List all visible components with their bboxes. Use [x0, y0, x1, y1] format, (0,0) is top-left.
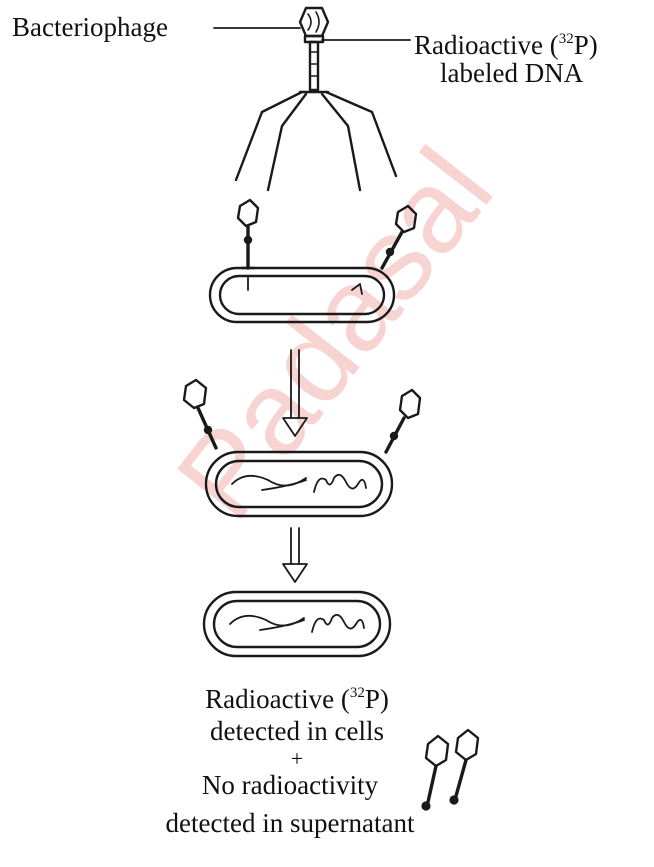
- stage-injection: [184, 380, 420, 516]
- label-detected-in-supernatant: detected in supernatant: [90, 808, 490, 838]
- tail-fiber: [322, 94, 360, 190]
- phage-head: [396, 206, 416, 232]
- phage-head: [300, 8, 328, 36]
- dna-strand: [232, 476, 306, 490]
- tail-fiber: [326, 92, 396, 176]
- phage-head: [238, 200, 258, 226]
- label-radioactive-prefix: Radioactive (: [414, 30, 559, 60]
- label-cells-prefix: Radioactive (: [205, 684, 350, 714]
- label-radioactive: Radioactive (32P): [414, 24, 598, 60]
- tail-fiber: [268, 94, 306, 190]
- stage-result: [204, 592, 390, 656]
- dna-strand: [314, 475, 366, 492]
- label-no-radioactivity: No radioactivity: [120, 770, 460, 800]
- label-labeled-dna: labeled DNA: [440, 58, 583, 88]
- label-radioactive-cells: Radioactive (32P): [147, 678, 447, 714]
- label-cells-mass: 32: [350, 685, 365, 701]
- label-cells-element: P): [365, 684, 389, 714]
- bacterium-inner: [220, 276, 384, 314]
- phage-head: [184, 380, 206, 408]
- bacteriophage-illustration: [214, 8, 410, 190]
- stage-attachment: [210, 200, 416, 322]
- label-bacteriophage: Bacteriophage: [12, 12, 168, 42]
- label-isotope-element: P): [574, 30, 598, 60]
- tail-fiber: [236, 92, 302, 180]
- arrow-down: [283, 528, 307, 582]
- phage-head: [400, 390, 420, 418]
- label-detected-in-cells: detected in cells: [147, 716, 447, 746]
- phage-head: [456, 730, 478, 760]
- dna-strand: [230, 616, 304, 630]
- phage-tail: [310, 42, 318, 90]
- arrow-down: [283, 350, 307, 436]
- label-isotope-mass: 32: [559, 31, 574, 47]
- dna-strand: [312, 615, 364, 632]
